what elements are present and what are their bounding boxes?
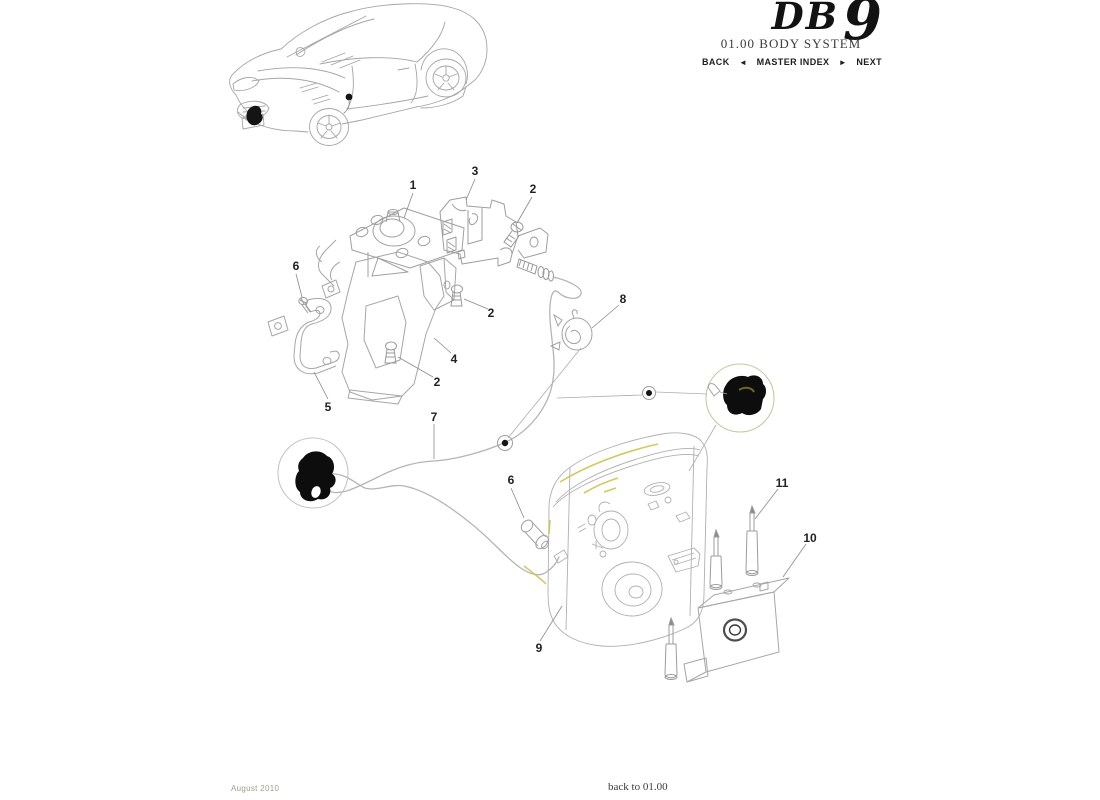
part-screw-lower bbox=[384, 341, 397, 364]
catalog-nav: BACK ◄ MASTER INDEX ► NEXT bbox=[702, 57, 882, 67]
part-strap-bracket bbox=[293, 297, 340, 375]
logo-db-text: DB bbox=[771, 0, 840, 38]
next-arrow-icon: ► bbox=[838, 57, 848, 67]
part-grommet-right bbox=[642, 386, 656, 400]
part-power-unit bbox=[547, 432, 708, 647]
part-screw-right bbox=[503, 221, 524, 248]
part-plug bbox=[520, 519, 549, 550]
callout-9: 9 bbox=[536, 641, 543, 655]
magnifier-right bbox=[705, 363, 775, 433]
clip-detail-right bbox=[723, 375, 766, 416]
footer-date: August 2010 bbox=[231, 784, 280, 793]
callout-2c: 2 bbox=[434, 375, 441, 389]
master-index-link[interactable]: MASTER INDEX bbox=[756, 57, 830, 67]
part-cable-clip bbox=[549, 309, 593, 351]
callout-7: 7 bbox=[431, 410, 438, 424]
diagram-connector-lines bbox=[507, 347, 717, 472]
part-mount-bracket bbox=[683, 577, 790, 683]
callout-labels: 1 3 2 2 6 5 4 2 8 7 6 11 10 9 bbox=[293, 164, 817, 655]
part-screw-mid bbox=[450, 284, 463, 307]
clip-detail-left bbox=[295, 451, 336, 502]
part-mounting-plate bbox=[349, 207, 465, 277]
part-grommet-left bbox=[497, 435, 513, 451]
callout-6b: 6 bbox=[508, 473, 515, 487]
part-cable-ferrule bbox=[516, 258, 555, 282]
callout-2b: 2 bbox=[488, 306, 495, 320]
callout-1: 1 bbox=[410, 178, 417, 192]
callout-leader-lines bbox=[295, 178, 807, 642]
back-link[interactable]: BACK bbox=[702, 57, 730, 67]
part-hood-latch bbox=[439, 196, 549, 267]
callout-11: 11 bbox=[776, 476, 789, 490]
next-link[interactable]: NEXT bbox=[856, 57, 882, 67]
callout-3: 3 bbox=[472, 164, 479, 178]
part-power-unit-highlights bbox=[523, 443, 659, 585]
callout-6a: 6 bbox=[293, 259, 300, 273]
footer-back-link[interactable]: back to 01.00 bbox=[608, 781, 668, 793]
db9-logo: DB 9 bbox=[742, 0, 882, 53]
callout-10: 10 bbox=[803, 531, 817, 545]
part-studs bbox=[664, 504, 759, 680]
logo-nine-text: 9 bbox=[843, 0, 882, 53]
callout-5: 5 bbox=[325, 400, 332, 414]
part-lower-bracket bbox=[267, 239, 457, 405]
car-cable-dot bbox=[345, 93, 353, 101]
callout-2a: 2 bbox=[530, 182, 537, 196]
section-title: 01.00 BODY SYSTEM bbox=[720, 36, 862, 51]
part-bolt-upper bbox=[298, 296, 312, 314]
callout-4: 4 bbox=[451, 352, 458, 366]
magnifier-left bbox=[277, 437, 349, 509]
back-arrow-icon: ◄ bbox=[738, 57, 748, 67]
car-illustration bbox=[229, 3, 488, 146]
part-release-cable bbox=[321, 276, 582, 576]
callout-8: 8 bbox=[620, 292, 627, 306]
car-latch-highlight bbox=[246, 105, 263, 126]
